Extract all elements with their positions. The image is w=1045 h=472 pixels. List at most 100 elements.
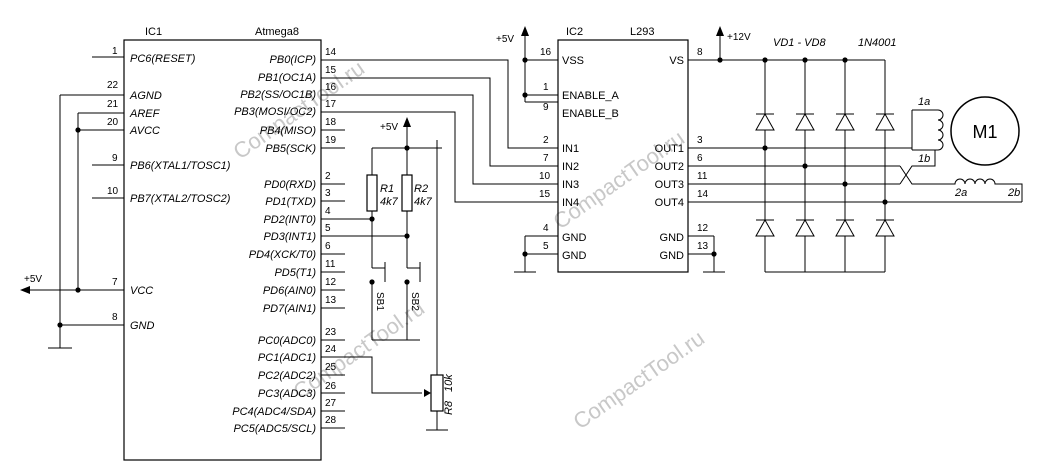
r2-value: 4k7 [414,196,433,208]
junction [75,287,81,293]
pin-number: 8 [112,312,118,323]
ic2-pin-14: 14 OUT4 [655,189,1022,209]
ic1-pin-14: 14 PB0(ICP) [270,47,345,66]
pin-number: 15 [325,65,337,76]
coil-label-1a: 1a [918,96,930,108]
pin-label: GND [130,320,155,332]
diode-bridge: +12V VD1 - VD8 1N4001 [716,26,897,273]
ic1-pin-23: 23 PC0(ADC0) [258,327,345,347]
ic1-pin-17: 17 PB3(MOSI/OC2) [234,99,345,118]
pin-label: PB1(OC1A) [258,72,316,84]
wire-out2-coil [899,165,945,185]
pin-label: IN2 [562,161,579,173]
pin-number: 6 [325,241,331,252]
vcc-arrow [20,286,30,294]
resistor-r2 [401,174,413,212]
pin-label: PB3(MOSI/OC2) [234,106,316,118]
junction [522,57,528,63]
pin-number: 9 [543,102,549,113]
pin-number: 28 [325,415,337,426]
pin-label: AVCC [129,125,160,137]
pin-number: 13 [697,241,709,252]
wire-in3 [345,94,558,185]
pin-number: 20 [107,117,119,128]
ic1-pin-1: 1 PC6(RESET) [92,46,196,65]
ic2-l293: IC2 L293 +5V 16 VSS 1 ENABLE_A 9 ENABLE_… [496,26,1022,273]
wire-out3-coil [899,150,936,185]
pin-number: 19 [325,135,337,146]
vcc-label: +12V [727,32,751,43]
pin-number: 8 [697,47,703,58]
pin-label: PC1(ADC1) [258,352,316,364]
ic1-pin-7: 7 VCC [26,277,153,297]
ic1-pin-2: 2 PD0(RXD) [264,171,345,191]
pin-label: VCC [130,285,153,297]
diode-vd4 [875,112,895,131]
junction [404,279,410,285]
pin-label: IN4 [562,197,579,209]
pin-label: PC5(ADC5/SCL) [233,423,316,435]
pin-label: PB6(XTAL1/TOSC1) [130,160,231,172]
ic2-pin-7: 7 IN2 [543,153,579,173]
diode-column-4 [875,60,895,272]
pin-number: 25 [325,362,337,373]
pin-label: PC6(RESET) [130,53,196,65]
pot-body [430,374,444,412]
ic1-pin-20: 20 AVCC [78,117,160,137]
ic1-pin-18: 18 PB4(MISO) [260,117,345,137]
diode-column-2 [795,57,815,272]
ic1-pin-16: 16 PB2(SS/OC1B) [240,82,345,101]
pin-number: 10 [539,171,551,182]
ic2-pin-1: 1 ENABLE_A [525,82,620,102]
pin-label: OUT3 [655,179,684,191]
wire-in1 [345,59,558,149]
pin-number: 26 [325,381,337,392]
pin-label: PB5(SCK) [265,143,316,155]
pin-label: GND [660,250,685,262]
potentiometer-r8: R8 10k [424,140,455,431]
pot-ref: R8 [443,400,455,415]
resistor-r1 [366,174,378,212]
sb2-ref: SB2 [409,292,420,311]
pin-label: PC3(ADC3) [258,388,316,400]
pin-number: 16 [540,47,552,58]
pin-label: PD7(AIN1) [263,303,317,315]
diodes-part: 1N4001 [858,37,897,49]
ic1-pin-13: 13 PD7(AIN1) [263,295,345,315]
ic2-part: L293 [630,26,654,38]
ic2-pin-3: 3 OUT1 [655,135,912,155]
pin-label: VS [669,55,684,67]
pin-number: 12 [697,223,709,234]
pin-label: IN1 [562,143,579,155]
pin-number: 10 [107,186,119,197]
coil-label-2b: 2b [1007,187,1020,199]
junction [522,92,528,98]
ic2-pin-5: 5 GND [525,241,587,262]
vcc-label: +5V [496,34,514,45]
junction [717,57,723,63]
pin-label: PC0(ADC0) [258,335,316,347]
ic1-atmega8: IC1 Atmega8 1 PC6(RESET) 22 AGND 21 AREF… [20,26,422,461]
pin-number: 4 [543,223,549,234]
pin-number: 12 [325,277,337,288]
vcc-label: +5V [380,122,398,133]
diode-vd7 [835,218,855,237]
pin-label: PD6(AIN0) [263,285,317,297]
diode-vd1 [755,112,775,131]
pin-number: 5 [325,223,331,234]
pin-label: PD2(INT0) [263,214,316,226]
ic1-pin-3: 3 PD1(TXD) [265,188,345,208]
pin-number: 3 [325,188,331,199]
ic1-pin-25: 25 PC2(ADC2) [258,362,345,382]
junction [404,233,410,239]
ic2-pin-11: 11 OUT3 [655,171,900,191]
junction [369,216,375,222]
pin-label: OUT2 [655,161,684,173]
coil-label-2a: 2a [954,187,967,199]
pin-label: OUT4 [655,197,684,209]
pin-label: PB7(XTAL2/TOSC2) [130,193,231,205]
stepper-motor: M1 1a 1b 2a 2b [899,96,1023,202]
pin-number: 2 [543,135,549,146]
vcc-label: +5V [24,274,42,285]
pin-number: 16 [325,82,337,93]
